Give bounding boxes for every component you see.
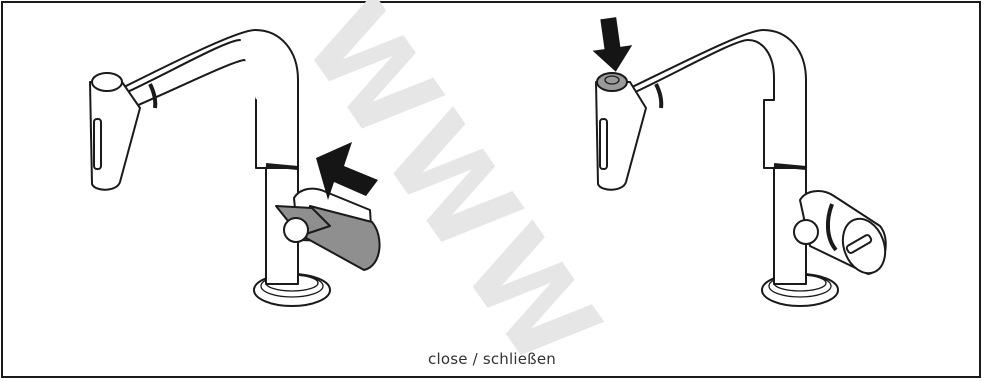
- lever-handle: [794, 191, 892, 279]
- spout-arch: [618, 30, 806, 168]
- press-arrow: [588, 15, 635, 74]
- faucet-right: [588, 15, 892, 306]
- faucet-left: [90, 30, 380, 306]
- caption-text: close / schließen: [0, 350, 984, 368]
